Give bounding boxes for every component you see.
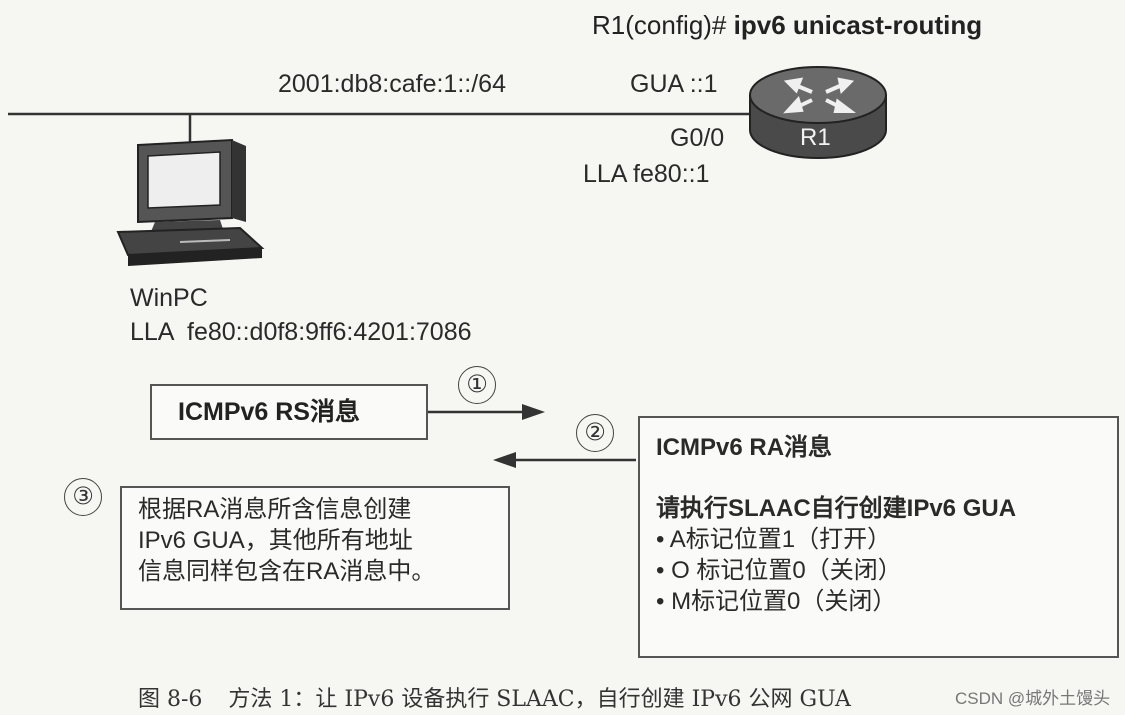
step-3-note-box: 根据RA消息所含信息创建 IPv6 GUA，其他所有地址 信息同样包含在RA消息… bbox=[120, 486, 510, 610]
ra-flag-o: • O 标记位置0（关闭） bbox=[656, 557, 902, 584]
figure-title: 方法 1：让 IPv6 设备执行 SLAAC，自行创建 IPv6 公网 GUA bbox=[228, 687, 851, 712]
rs-arrow bbox=[428, 404, 545, 420]
pc-name-label: WinPC bbox=[130, 284, 208, 312]
ra-flag-m: • M标记位置0（关闭） bbox=[656, 588, 897, 615]
note-line: 根据RA消息所含信息创建 bbox=[138, 496, 412, 523]
router-lla-label: LLA fe80::1 bbox=[583, 160, 710, 188]
command-prefix: R1(config)# bbox=[592, 10, 734, 40]
ra-flag-a: • A标记位置1（打开） bbox=[656, 526, 892, 553]
router-gua-label: GUA ::1 bbox=[630, 70, 718, 98]
ra-message-title: ICMPv6 RA消息 bbox=[656, 434, 833, 461]
step-3-marker: ③ bbox=[64, 478, 102, 516]
ra-instruction: 请执行SLAAC自行创建IPv6 GUA bbox=[656, 495, 1017, 522]
csdn-watermark: CSDN @城外土馒头 bbox=[955, 689, 1111, 708]
step-2-marker: ② bbox=[576, 414, 614, 452]
figure-caption: 图 8-6 方法 1：让 IPv6 设备执行 SLAAC，自行创建 IPv6 公网… bbox=[138, 681, 851, 713]
figure-number: 图 8-6 bbox=[138, 687, 203, 712]
ra-arrow bbox=[493, 452, 636, 468]
note-line: 信息同样包含在RA消息中。 bbox=[138, 558, 436, 585]
command-text: ipv6 unicast-routing bbox=[733, 10, 983, 40]
rs-message-box: ICMPv6 RS消息 bbox=[150, 384, 428, 440]
router-r1-icon bbox=[749, 66, 887, 159]
router-config-command: R1(config)# ipv6 unicast-routing bbox=[592, 10, 982, 41]
note-line: IPv6 GUA，其他所有地址 bbox=[138, 527, 413, 554]
router-interface-label: G0/0 bbox=[670, 124, 725, 152]
step-1-marker: ① bbox=[458, 366, 496, 404]
router-name-label: R1 bbox=[800, 124, 831, 151]
ra-message-box: ICMPv6 RA消息 请执行SLAAC自行创建IPv6 GUA • A标记位置… bbox=[638, 416, 1119, 658]
winpc-icon bbox=[116, 138, 265, 266]
pc-lla-label: LLA fe80::d0f8:9ff6:4201:7086 bbox=[130, 318, 472, 346]
rs-message-label: ICMPv6 RS消息 bbox=[178, 398, 360, 426]
network-prefix-label: 2001:db8:cafe:1::/64 bbox=[278, 70, 506, 98]
